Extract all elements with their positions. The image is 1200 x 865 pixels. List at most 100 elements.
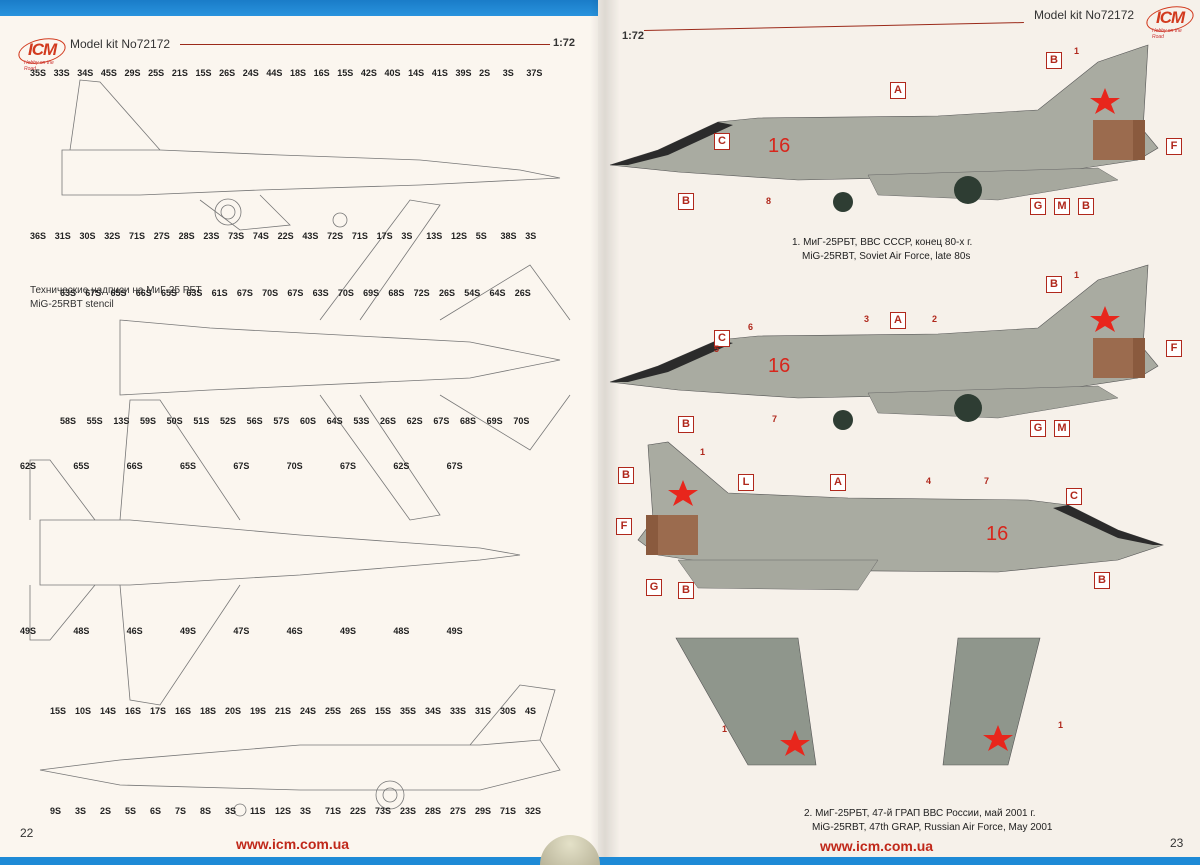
- stencil-label: 65S: [161, 288, 178, 298]
- stencil-label: 33S: [53, 68, 70, 78]
- stencil-label: 67S: [233, 461, 250, 471]
- stencil-label: 26S: [219, 68, 236, 78]
- profile-3-aircraft: 16: [637, 441, 1164, 591]
- stencil-label: 70S: [513, 416, 530, 426]
- stencil-label: 2S: [100, 806, 112, 816]
- stencil-label: 57S: [273, 416, 290, 426]
- stencil-label: 15S: [195, 68, 212, 78]
- decal-number: 8: [766, 196, 772, 206]
- decal-number: 1: [700, 447, 706, 457]
- stencil-label: 72S: [413, 288, 430, 298]
- side-view-fin: [69, 79, 161, 151]
- website-link-right[interactable]: www.icm.com.ua: [820, 838, 934, 854]
- stencil-label: 13S: [426, 231, 443, 241]
- stencil-label: 26S: [350, 706, 367, 716]
- stencil-label: 12S: [450, 231, 467, 241]
- top-view-fuselage: [119, 319, 561, 396]
- bottom-view-fuselage: [39, 519, 521, 586]
- header-rule: [180, 44, 550, 45]
- callout-l: L: [738, 474, 754, 491]
- stencil-label: 18S: [200, 706, 217, 716]
- stencil-label: 18S: [290, 68, 307, 78]
- decal-number: 2: [932, 314, 938, 324]
- callout-b: B: [678, 416, 694, 433]
- stencil-label: 6S: [150, 806, 162, 816]
- stencil-label: 16S: [175, 706, 192, 716]
- stencil-label: 32S: [104, 231, 121, 241]
- stencil-label: 7S: [175, 806, 187, 816]
- stencil-label: 73S: [228, 231, 245, 241]
- stencil-label: 70S: [262, 288, 279, 298]
- stencil-label: 3S: [502, 68, 514, 78]
- stencil-label: 69S: [363, 288, 380, 298]
- stencil-label: 63S: [312, 288, 329, 298]
- stencil-label: 50S: [166, 416, 183, 426]
- stencil-label: 25S: [148, 68, 165, 78]
- stencil-label: 67S: [287, 288, 304, 298]
- stencil-label: 20S: [225, 706, 242, 716]
- stencil-label: 27S: [450, 806, 467, 816]
- profile-1-caption: 1. МиГ-25РБТ, ВВС СССР, конец 80-х г. Mi…: [792, 237, 973, 262]
- stencil-label: 67S: [236, 288, 253, 298]
- stencil-label: 67S: [85, 288, 102, 298]
- stencil-label: 15S: [375, 706, 392, 716]
- stencil-label: 67S: [433, 416, 450, 426]
- stencil-label: 16S: [125, 706, 142, 716]
- callout-b: B: [1094, 572, 1110, 589]
- callout-f: F: [616, 518, 632, 535]
- stencil-label: 12S: [275, 806, 292, 816]
- stencil-label: 64S: [326, 416, 343, 426]
- red-star-2: [1090, 306, 1120, 332]
- stencil-label: 29S: [475, 806, 492, 816]
- stencil-label: 46S: [286, 626, 303, 636]
- stencil-label: 34S: [425, 706, 442, 716]
- stencil-label: 13S: [113, 416, 130, 426]
- decal-number: 3: [864, 314, 870, 324]
- stencil-label: 45S: [100, 68, 117, 78]
- stencil-label: 62S: [406, 416, 423, 426]
- page-number-left: 22: [20, 826, 34, 840]
- stencil-label: 23S: [203, 231, 220, 241]
- stencil-label: 63S: [60, 288, 77, 298]
- callout-c: C: [714, 330, 730, 347]
- callout-b: B: [678, 193, 694, 210]
- stencil-label: 15S: [50, 706, 67, 716]
- stencil-label: 30S: [79, 231, 96, 241]
- stencil-label: 11S: [250, 806, 266, 816]
- stencil-label: 38S: [500, 231, 517, 241]
- stencil-label: 62S: [20, 461, 37, 471]
- stencil-label: 10S: [75, 706, 92, 716]
- callout-b: B: [618, 467, 634, 484]
- stencil-label: 51S: [193, 416, 210, 426]
- stencil-label: 66S: [135, 288, 152, 298]
- stencil-label: 56S: [246, 416, 263, 426]
- decal-number: 1: [1058, 720, 1064, 730]
- stencil-label: 42S: [360, 68, 377, 78]
- stencil-label: 58S: [60, 416, 77, 426]
- stencil-label: 67S: [340, 461, 357, 471]
- stencil-label: 39S: [455, 68, 472, 78]
- callout-c: C: [714, 133, 730, 150]
- stencil-label: 68S: [460, 416, 477, 426]
- stencil-label: 43S: [302, 231, 319, 241]
- stencil-label: 74S: [252, 231, 269, 241]
- stencil-label: 65S: [73, 461, 90, 471]
- callout-g: G: [1030, 198, 1046, 215]
- main-wheel-1: [954, 176, 982, 204]
- stencil-label: 48S: [393, 626, 410, 636]
- stencil-label: 47S: [233, 626, 250, 636]
- stencil-label: 60S: [300, 416, 317, 426]
- stencil-label: 65S: [110, 288, 127, 298]
- stencil-label: 16S: [313, 68, 330, 78]
- stencil-title: Технические надписи на МиГ-25 РБТ MiG-25…: [30, 284, 202, 312]
- callout-b: B: [1078, 198, 1094, 215]
- website-link-left[interactable]: www.icm.com.ua: [236, 836, 350, 852]
- stencil-label: 5S: [125, 806, 137, 816]
- stencil-label: 32S: [525, 806, 542, 816]
- red-star-3: [668, 480, 698, 506]
- tail-number-2: 16: [768, 355, 790, 377]
- stencil-label: 67S: [446, 461, 463, 471]
